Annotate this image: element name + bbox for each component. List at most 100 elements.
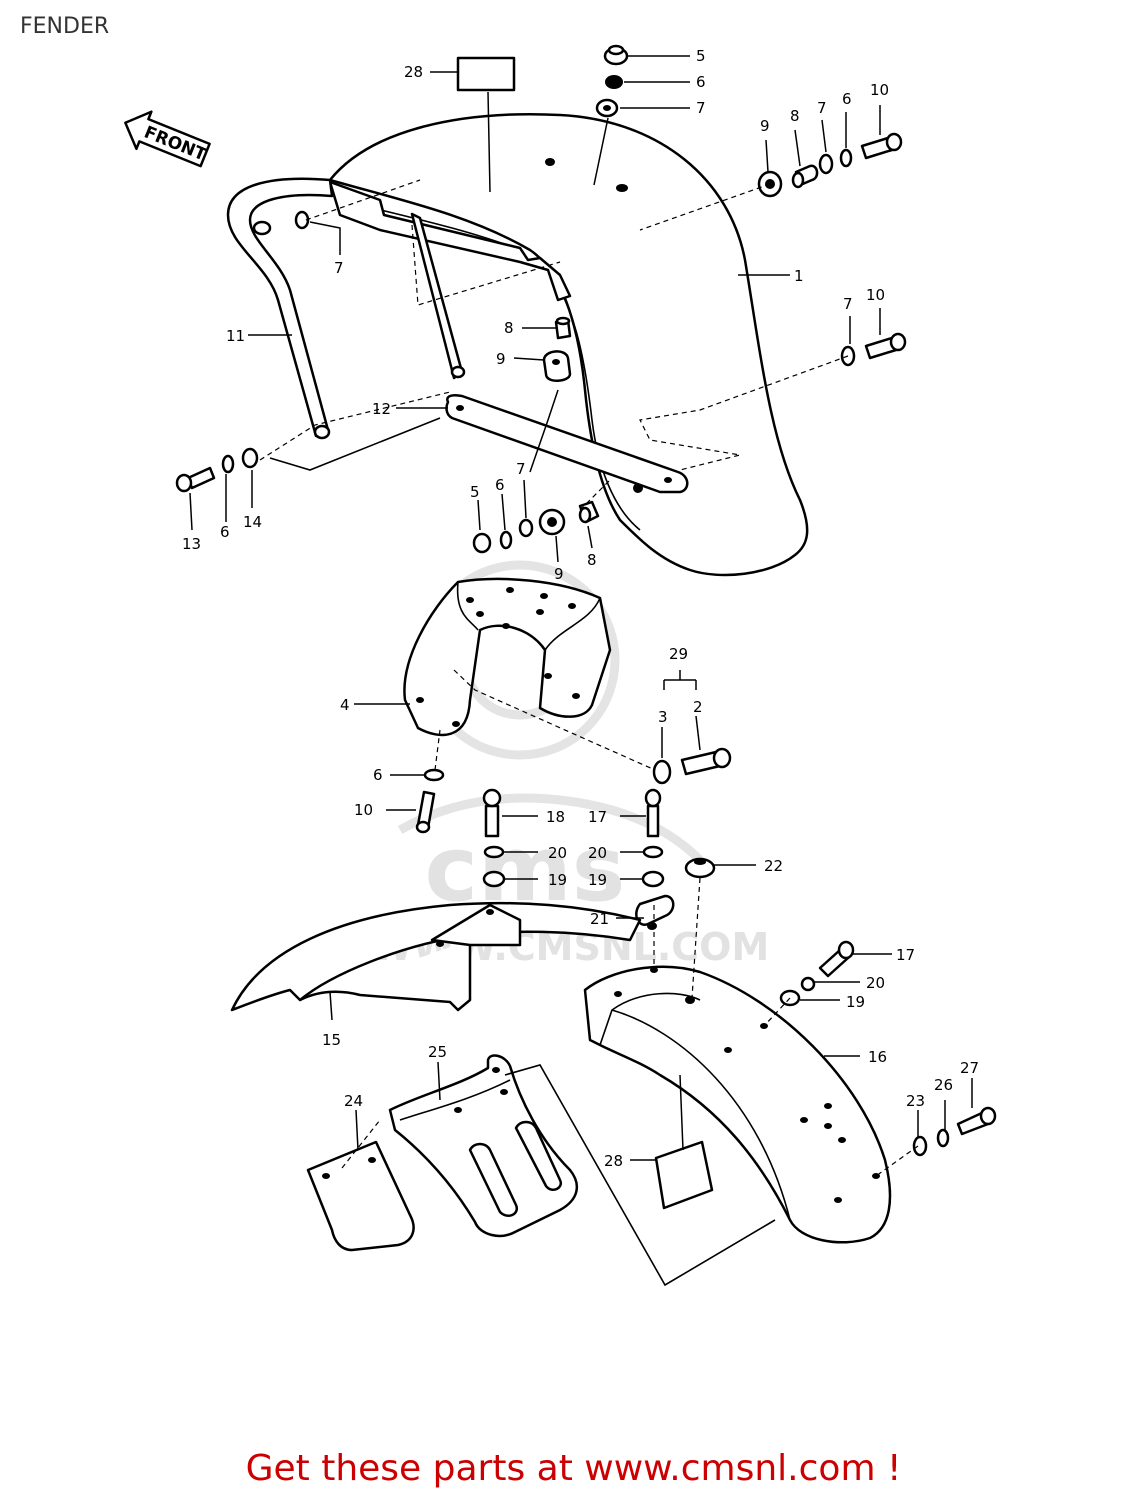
callout-3: 3 [658,708,668,726]
callout-6-top: 6 [696,73,706,91]
callout-7-stay: 7 [334,259,344,277]
washer-19-right [641,870,665,888]
callout-8-center: 8 [504,319,514,337]
callout-27: 27 [960,1059,979,1077]
grommet [684,857,716,879]
callout-9-center: 9 [496,350,506,368]
callout-9-upper: 9 [760,117,770,135]
collar-middle [578,500,600,524]
lock-washer-left [221,454,235,474]
bolt-right-upper [860,132,903,160]
fender-side-bracket [328,180,572,302]
washer-left [241,447,259,469]
callout-29: 29 [669,645,688,663]
washer-stay [294,210,310,230]
callout-8-middle: 8 [587,551,597,569]
callout-10-right: 10 [866,286,885,304]
callout-19-right: 19 [588,871,607,889]
callout-19-lower: 19 [846,993,865,1011]
callout-6-bracket: 6 [373,766,383,784]
bolt-17-right [818,940,855,978]
front-arrow-icon: FRONT [124,110,211,168]
washer-29 [652,759,672,785]
callout-13: 13 [182,535,201,553]
callout-23: 23 [906,1092,925,1110]
callout-10-stud: 10 [354,801,373,819]
label-sticker-top [456,56,516,92]
callout-14: 14 [243,513,262,531]
fender-parts-diagram: cms WWW.CMSNL.COM FRONT [124,44,997,1287]
cross-brace [445,394,689,494]
callout-5-middle: 5 [470,483,480,501]
washer-23 [912,1135,928,1157]
bolt-left [175,466,216,493]
callout-1: 1 [794,267,804,285]
callout-21: 21 [590,910,609,928]
callout-7-middle: 7 [516,460,526,478]
page-title: FENDER [20,14,110,39]
cap-nut-top [603,44,629,66]
rear-fender-stay [226,177,466,440]
bolt-27 [956,1106,997,1136]
washer-19-left [482,870,506,888]
lock-washer-26 [936,1128,950,1148]
callout-7-upper: 7 [817,99,827,117]
bolt-29 [680,747,732,776]
callout-8-upper: 8 [790,107,800,125]
stud-bolt [415,790,436,834]
callout-6-middle: 6 [495,476,505,494]
bolt-17-left [644,788,662,838]
callout-16: 16 [868,1048,887,1066]
assembly-lines [259,179,919,1287]
callout-20-left: 20 [548,844,567,862]
lock-washer-right-upper [839,148,853,168]
callout-20-lower: 20 [866,974,885,992]
callout-20-right: 20 [588,844,607,862]
callout-9-middle: 9 [554,565,564,583]
callout-labels: 28 5 6 7 9 8 7 6 10 1 7 10 7 11 8 9 12 7… [182,47,979,1170]
callout-28-bottom: 28 [604,1152,623,1170]
callout-25: 25 [428,1043,447,1061]
front-fender [230,901,642,1012]
callout-22: 22 [764,857,783,875]
flap-bracket [388,1054,579,1238]
washer-right-upper [818,153,834,175]
lock-washer-top [605,75,623,89]
callout-6-upper: 6 [842,90,852,108]
mud-flap [306,1140,415,1252]
cap-nut-middle [472,532,492,554]
rubber-damper-middle [538,508,566,536]
leader-lines [189,55,973,1161]
callout-11: 11 [226,327,245,345]
callout-2: 2 [693,698,703,716]
washer-top [595,98,619,118]
callout-24: 24 [344,1092,363,1110]
bolt-18 [482,788,502,838]
bolt-right-lower [864,332,907,360]
label-sticker-bottom [654,1140,714,1210]
callout-19-left: 19 [548,871,567,889]
callout-28-top: 28 [404,63,423,81]
fender-bracket [403,577,612,737]
callout-7-top: 7 [696,99,706,117]
callout-5-top: 5 [696,47,706,65]
callout-12: 12 [372,400,391,418]
callout-17-right: 17 [896,946,915,964]
collar-upper [791,164,819,189]
callout-6-left: 6 [220,523,230,541]
lock-washer-middle [499,530,513,550]
collar-center [554,316,572,340]
callout-17-left: 17 [588,808,607,826]
lock-washer-20-lower [800,976,816,992]
mudguard [583,965,892,1244]
callout-26: 26 [934,1076,953,1094]
callout-7-right: 7 [843,295,853,313]
callout-18: 18 [546,808,565,826]
washer-middle [518,518,534,538]
footer-link-text[interactable]: Get these parts at www.cmsnl.com ! [245,1448,902,1489]
rubber-damper-center [542,350,572,382]
callout-10-upper: 10 [870,81,889,99]
lock-washer-20-left [483,845,505,859]
callout-4: 4 [340,696,350,714]
lock-washer-20-right [642,845,664,859]
